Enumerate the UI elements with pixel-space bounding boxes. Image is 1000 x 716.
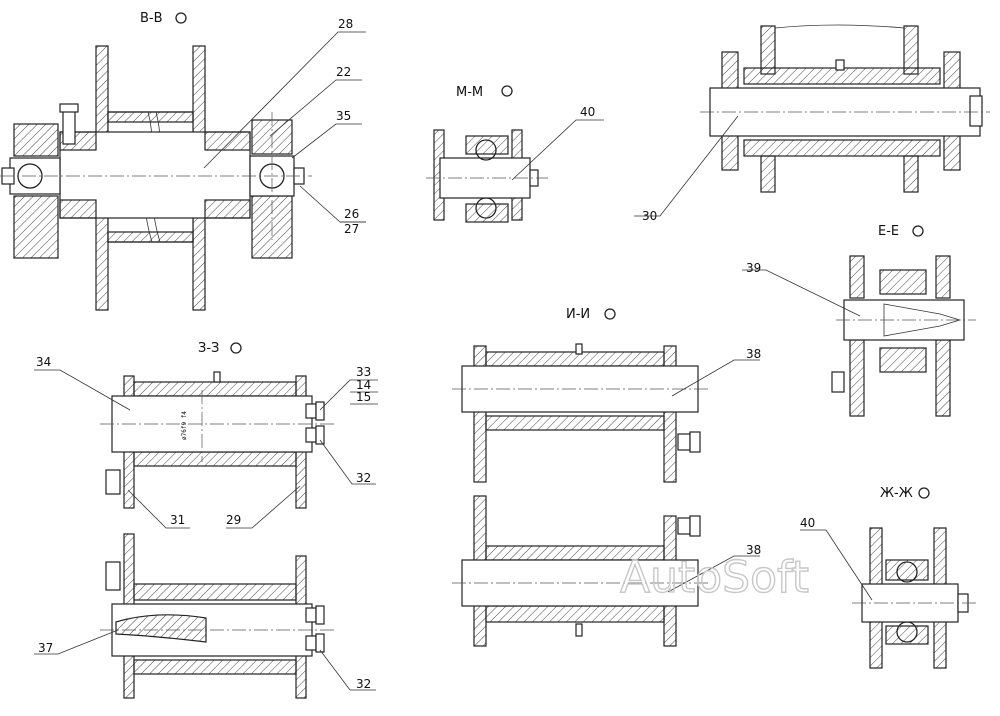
section-zhzh-view bbox=[852, 527, 976, 669]
callout-22: 22 bbox=[336, 65, 351, 79]
callout-31: 31 bbox=[170, 513, 185, 527]
callout-28: 28 bbox=[338, 17, 353, 31]
section-title-bb: В-В bbox=[140, 11, 163, 26]
callout-40-top: 40 bbox=[580, 105, 595, 119]
callout-26: 26 bbox=[344, 207, 359, 221]
callout-35: 35 bbox=[336, 109, 351, 123]
lower-left-view bbox=[100, 533, 334, 699]
section-ee-view bbox=[831, 255, 976, 417]
callout-14: 14 bbox=[356, 378, 371, 392]
section-zz-view: ø76f9 f4 bbox=[100, 371, 334, 509]
callout-32-upper: 32 bbox=[356, 471, 371, 485]
callout-39: 39 bbox=[746, 261, 761, 275]
callout-40-bottom: 40 bbox=[800, 516, 815, 530]
section-title-ee: Е-Е bbox=[878, 224, 899, 239]
callout-30: 30 bbox=[642, 209, 657, 223]
section-title-zz: З-З bbox=[198, 341, 219, 356]
callout-27: 27 bbox=[344, 222, 359, 236]
section-mm-view bbox=[426, 129, 548, 223]
dimension-label: ø76f9 f4 bbox=[181, 411, 188, 440]
leader-lines bbox=[34, 31, 873, 691]
callout-15: 15 bbox=[356, 390, 371, 404]
callout-37: 37 bbox=[38, 641, 53, 655]
callout-38-upper: 38 bbox=[746, 347, 761, 361]
callout-29: 29 bbox=[226, 513, 241, 527]
section-title-zhzh: Ж-Ж bbox=[880, 486, 913, 501]
callout-34: 34 bbox=[36, 355, 51, 369]
top-right-view bbox=[700, 24, 990, 193]
callout-38-lower: 38 bbox=[746, 543, 761, 557]
callout-33: 33 bbox=[356, 365, 371, 379]
callout-32-lower: 32 bbox=[356, 677, 371, 691]
watermark: AutoSoft bbox=[620, 552, 809, 603]
section-markers bbox=[175, 12, 930, 499]
section-title-mm: М-М bbox=[456, 85, 483, 100]
lower-middle-view bbox=[452, 495, 710, 647]
section-ii-view bbox=[452, 343, 710, 483]
section-bb-view bbox=[0, 45, 312, 311]
section-title-ii: И-И bbox=[566, 307, 590, 322]
